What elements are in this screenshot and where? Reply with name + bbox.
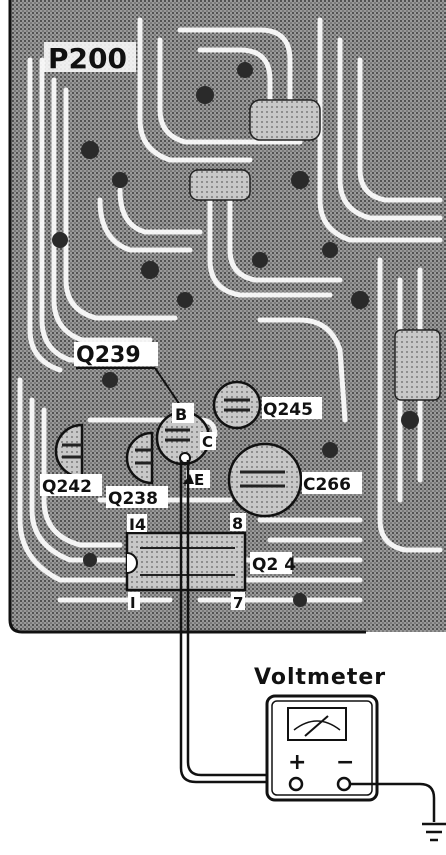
- ground-icon: [422, 822, 446, 842]
- q239-label: Q239: [76, 343, 141, 368]
- capacitor-c266: C266: [227, 442, 362, 518]
- negative-terminal-label: −: [336, 750, 354, 775]
- positive-terminal: [288, 776, 304, 792]
- ic-q214: I4 8 I 7 Q2 4: [125, 513, 296, 612]
- negative-terminal: [336, 776, 352, 792]
- voltmeter: Voltmeter + −: [254, 665, 386, 802]
- ic-pin-14-label: I4: [129, 515, 146, 534]
- ic-pin-7-label: 7: [233, 594, 243, 612]
- transistor-q239: B C E: [155, 403, 216, 489]
- transistor-q242: Q242: [40, 423, 102, 497]
- q242-label: Q242: [42, 477, 92, 497]
- transistor-q245: Q245: [212, 380, 322, 430]
- pin-e-label: E: [194, 471, 204, 489]
- c266-label: C266: [303, 475, 351, 495]
- q238-label: Q238: [108, 489, 158, 509]
- q245-label: Q245: [263, 400, 313, 420]
- probe-wire-negative: [350, 782, 436, 822]
- positive-terminal-label: +: [288, 750, 306, 775]
- ic-pin-8-label: 8: [232, 514, 243, 533]
- probe-wire-positive: [179, 460, 296, 784]
- svg-text:P200: P200: [48, 42, 127, 75]
- board-title: P200: [44, 42, 136, 75]
- meter-needle-icon: [287, 707, 347, 741]
- voltmeter-title: Voltmeter: [254, 665, 386, 690]
- pin-c-label: C: [202, 433, 213, 451]
- pcb-board: [8, 0, 446, 634]
- pin-b-label: B: [175, 405, 187, 424]
- q239-label-group: Q239: [74, 342, 181, 406]
- transistor-q238: Q238: [106, 431, 168, 509]
- q214-label: Q2 4: [252, 555, 296, 575]
- ic-pin-1-label: I: [130, 594, 136, 612]
